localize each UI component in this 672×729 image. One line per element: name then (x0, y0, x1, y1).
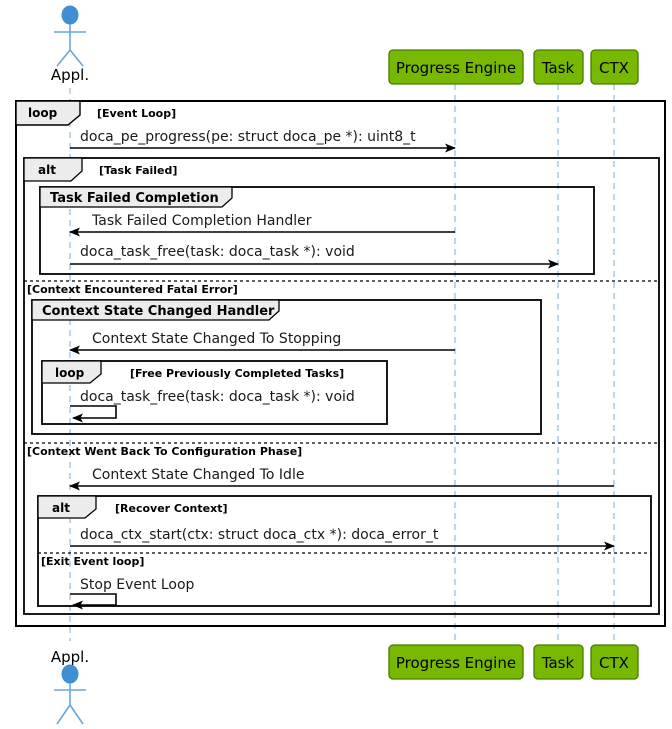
message-label: doca_task_free(task: doca_task *): void (80, 244, 355, 260)
frame-outline (37, 495, 652, 607)
frame-tab-shape (23, 157, 83, 182)
group-tab-shape (31, 299, 280, 321)
actor-appl-bottom[interactable]: Appl. (51, 648, 89, 725)
message-context-state-changed-to-stopping[interactable]: Context State Changed To Stopping (69, 331, 455, 355)
participant-box-rect (388, 49, 524, 85)
frame-tab-label-loop: loop (28, 106, 58, 120)
message-stop-event-loop-self[interactable]: Stop Event Loop (70, 577, 195, 610)
frame-outline (15, 100, 666, 627)
message-doca-ctx-start[interactable]: doca_ctx_start(ctx: struct doca_ctx *): … (70, 527, 615, 551)
group-title-task-failed-completion: Task Failed Completion (50, 191, 219, 206)
participant-label-task: Task (541, 654, 575, 672)
divider-guard-label: [Context Went Back To Configuration Phas… (27, 445, 302, 458)
frame-tab-shape (37, 495, 97, 519)
participant-box-task-top[interactable]: Task (533, 49, 584, 85)
participant-box-ctx-bottom[interactable]: CTX (590, 644, 639, 680)
group-context-state-changed-handler[interactable]: Context State Changed Handler (31, 299, 542, 435)
participant-label-ctx: CTX (599, 59, 629, 77)
frame-guard-label-task-failed: [Task Failed] (99, 164, 177, 177)
message-doca-task-free-self[interactable]: doca_task_free(task: doca_task *): void (70, 389, 355, 423)
participant-box-rect (388, 644, 524, 680)
message-context-state-changed-to-idle[interactable]: Context State Changed To Idle (69, 467, 614, 491)
alt-divider-context-fatal-error: [Context Encountered Fatal Error] (24, 280, 659, 296)
frame-tab-shape (15, 100, 81, 126)
actor-leg-right-line (69, 49, 84, 67)
frame-alt-task-failed[interactable]: alt [Task Failed] (23, 157, 660, 615)
group-tab-shape (39, 186, 233, 208)
participant-label-progress-engine: Progress Engine (396, 59, 516, 77)
message-label: Context State Changed To Stopping (92, 331, 341, 347)
message-doca-pe-progress[interactable]: doca_pe_progress(pe: struct doca_pe *): … (70, 129, 456, 153)
group-outline (39, 186, 595, 275)
message-self-arrow (70, 405, 117, 423)
participant-box-rect (533, 644, 584, 680)
participant-box-ctx-top[interactable]: CTX (590, 49, 639, 85)
message-label: doca_ctx_start(ctx: struct doca_ctx *): … (80, 527, 439, 543)
frame-guard-label-recover-context: [Recover Context] (115, 502, 227, 515)
message-label: doca_pe_progress(pe: struct doca_pe *): … (80, 129, 416, 145)
actor-leg-right-line (69, 704, 84, 725)
participant-box-rect (590, 49, 639, 85)
frame-guard-label-free-tasks: [Free Previously Completed Tasks] (130, 367, 344, 380)
frame-loop-event-loop[interactable]: loop [Event Loop] (15, 100, 666, 627)
participant-label-progress-engine: Progress Engine (396, 654, 516, 672)
frame-tab-shape (41, 360, 102, 384)
divider-guard-label: [Exit Event loop] (41, 555, 144, 568)
participant-box-task-bottom[interactable]: Task (533, 644, 584, 680)
group-task-failed-completion[interactable]: Task Failed Completion (39, 186, 595, 275)
actor-leg-left-line (56, 704, 71, 725)
participant-label-task: Task (541, 59, 575, 77)
actor-head-icon (61, 5, 79, 25)
frame-outline (23, 157, 660, 615)
frame-tab-label-loop: loop (55, 366, 85, 380)
message-task-failed-completion-handler[interactable]: Task Failed Completion Handler (69, 213, 455, 237)
message-label: Task Failed Completion Handler (91, 213, 312, 229)
participant-box-progress-engine-top[interactable]: Progress Engine (388, 49, 524, 85)
message-label: Context State Changed To Idle (92, 467, 304, 483)
actor-label-appl: Appl. (51, 648, 89, 666)
frame-tab-label-alt: alt (38, 163, 56, 177)
actor-leg-left-line (56, 49, 71, 67)
frame-alt-recover-context[interactable]: alt [Recover Context] (37, 495, 652, 607)
message-self-arrow (70, 593, 117, 610)
actor-label-appl: Appl. (51, 66, 89, 84)
alt-divider-context-back-to-config: [Context Went Back To Configuration Phas… (24, 442, 659, 458)
group-title-context-state-changed: Context State Changed Handler (42, 304, 275, 319)
alt-divider-exit-event-loop: [Exit Event loop] (38, 552, 651, 568)
participant-box-rect (590, 644, 639, 680)
participant-box-progress-engine-bottom[interactable]: Progress Engine (388, 644, 524, 680)
frame-outline (41, 360, 388, 425)
message-label: Stop Event Loop (80, 577, 195, 593)
frame-tab-label-alt: alt (52, 501, 70, 515)
participant-label-ctx: CTX (599, 654, 629, 672)
actor-appl-top[interactable]: Appl. (51, 5, 89, 84)
divider-guard-label: [Context Encountered Fatal Error] (27, 283, 238, 296)
frame-guard-label-event-loop: [Event Loop] (97, 107, 176, 120)
group-outline (31, 299, 542, 435)
message-doca-task-free-1[interactable]: doca_task_free(task: doca_task *): void (70, 244, 559, 269)
actor-head-icon (61, 664, 79, 684)
frame-loop-free-completed-tasks[interactable]: loop [Free Previously Completed Tasks] (41, 360, 388, 425)
message-label: doca_task_free(task: doca_task *): void (80, 389, 355, 405)
participant-box-rect (533, 49, 584, 85)
